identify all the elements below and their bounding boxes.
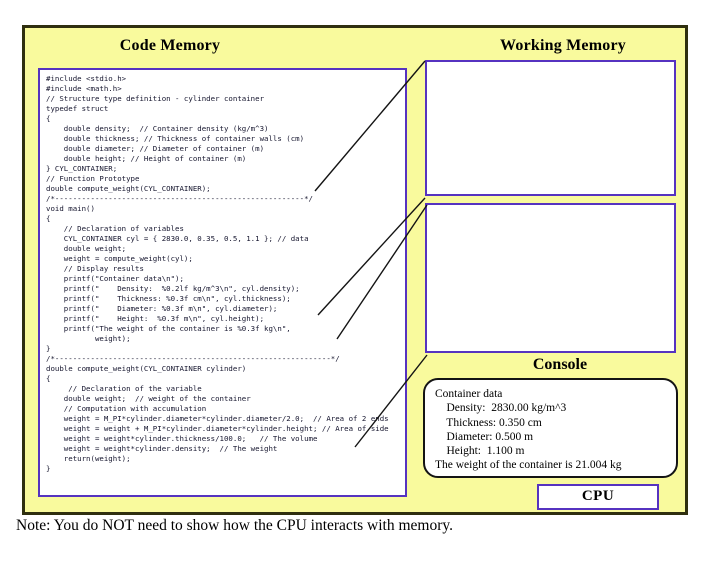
code-memory-box: #include <stdio.h> #include <math.h> // … xyxy=(38,68,407,497)
note-text: Note: You do NOT need to show how the CP… xyxy=(16,517,453,534)
cpu-box: CPU xyxy=(537,484,659,510)
console-box: Container data Density: 2830.00 kg/m^3 T… xyxy=(423,378,678,478)
working-memory-box-1 xyxy=(425,60,676,196)
code-memory-title: Code Memory xyxy=(119,37,221,54)
console-output: Container data Density: 2830.00 kg/m^3 T… xyxy=(435,388,622,472)
code-listing: #include <stdio.h> #include <math.h> // … xyxy=(46,74,389,473)
working-memory-box-2 xyxy=(425,203,676,353)
cpu-label: CPU xyxy=(581,488,615,504)
working-memory-title: Working Memory xyxy=(500,37,626,54)
console-title: Console xyxy=(532,356,588,373)
